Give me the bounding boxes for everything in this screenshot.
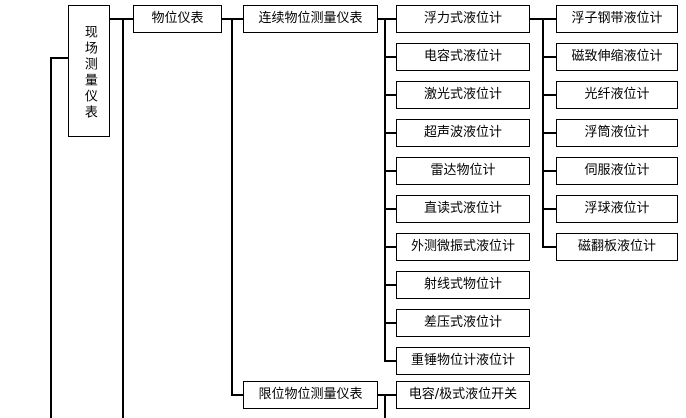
connector-level4-row-4 [384, 132, 397, 135]
connector-level5-row-5 [542, 170, 556, 173]
node-plumb-bob-level-gauge[interactable]: 重锤物位计液位计 [396, 347, 530, 375]
connector-level5-row-3 [542, 94, 556, 97]
connector-level4-continuous-trunk [384, 18, 387, 362]
connector-level4-row-1 [384, 18, 397, 21]
node-magnetic-flap-level-gauge[interactable]: 磁翻板液位计 [556, 233, 678, 261]
node-displacer-level-gauge[interactable]: 浮筒液位计 [556, 119, 678, 147]
connector-level5-row-4 [542, 132, 556, 135]
node-buoyancy-level-gauge[interactable]: 浮力式液位计 [396, 5, 530, 33]
node-direct-reading-level-gauge[interactable]: 直读式液位计 [396, 195, 530, 223]
node-ultrasonic-level-gauge[interactable]: 超声波液位计 [396, 119, 530, 147]
connector-level2-trunk [122, 18, 125, 418]
node-radiation-level-gauge[interactable]: 射线式物位计 [396, 271, 530, 299]
node-capacitive-level-switch[interactable]: 电容/极式液位开关 [396, 381, 530, 409]
node-float-ball-level-gauge[interactable]: 浮球液位计 [556, 195, 678, 223]
connector-level4-row-3 [384, 94, 397, 97]
connector-level4-row-7 [384, 246, 397, 249]
node-fiber-optic-level-gauge[interactable]: 光纤液位计 [556, 81, 678, 109]
node-radar-level-gauge[interactable]: 雷达物位计 [396, 157, 530, 185]
connector-level4-row-2 [384, 56, 397, 59]
node-root-field-measuring-instruments[interactable]: 现场测量仪表 [68, 5, 110, 137]
node-level-instruments[interactable]: 物位仪表 [133, 5, 222, 33]
connector-level5-row-7 [542, 246, 556, 249]
node-continuous-level-measuring-instruments[interactable]: 连续物位测量仪表 [243, 5, 378, 33]
node-limit-level-measuring-instruments[interactable]: 限位物位测量仪表 [243, 381, 378, 409]
node-servo-level-gauge[interactable]: 伺服液位计 [556, 157, 678, 185]
node-magnetostrictive-level-gauge[interactable]: 磁致伸缩液位计 [556, 43, 678, 71]
connector-level4-row-5 [384, 170, 397, 173]
node-external-microvibration-level-gauge[interactable]: 外测微振式液位计 [396, 233, 530, 261]
node-float-steel-tape-level-gauge[interactable]: 浮子钢带液位计 [556, 5, 678, 33]
connector-level3-to-limit [231, 394, 245, 397]
connector-limit-stub [377, 394, 397, 397]
connector-root-left-elbow [50, 57, 77, 60]
connector-level5-row-1 [542, 18, 556, 21]
connector-root-left-vertical [50, 57, 53, 418]
connector-level3-trunk [231, 18, 234, 396]
node-capacitive-level-gauge[interactable]: 电容式液位计 [396, 43, 530, 71]
connector-level4-row-6 [384, 208, 397, 211]
node-laser-level-gauge[interactable]: 激光式液位计 [396, 81, 530, 109]
connector-level4-row-8 [384, 284, 397, 287]
connector-level4-limit-trunk [384, 394, 387, 418]
connector-level5-row-6 [542, 208, 556, 211]
node-differential-pressure-level-gauge[interactable]: 差压式液位计 [396, 309, 530, 337]
connector-level5-row-2 [542, 56, 556, 59]
connector-level4-row-10 [384, 360, 397, 363]
connector-level4-row-9 [384, 322, 397, 325]
